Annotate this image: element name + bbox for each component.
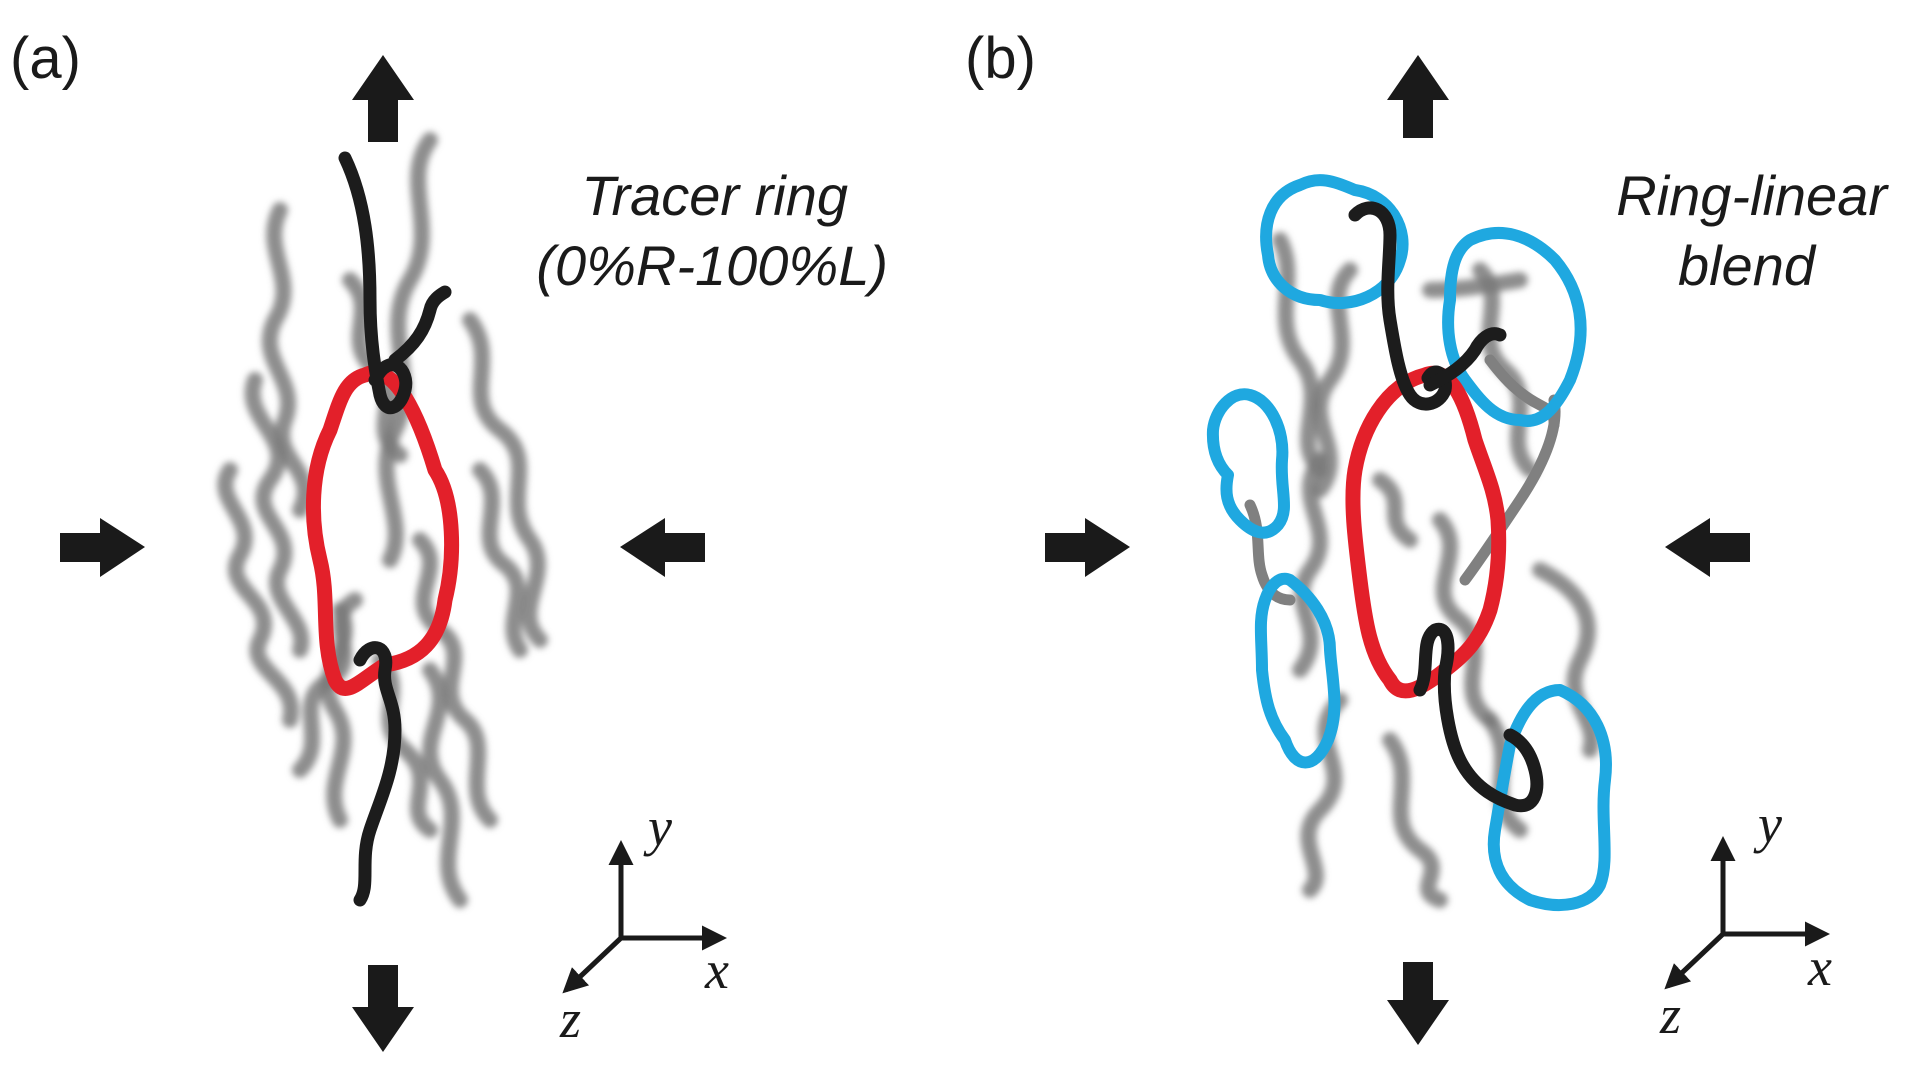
panel-a-caption-line2: (0%R-100%L) <box>536 234 888 297</box>
axis-z-label: z <box>1659 985 1681 1045</box>
axis-y-label: y <box>1753 794 1782 854</box>
panel-a: (a) Tracer ring (0%R-100%L) <box>10 26 888 1052</box>
arrow-up-icon <box>1387 55 1449 138</box>
blue-ring-3 <box>1206 388 1290 539</box>
panel-b-label: (b) <box>965 26 1036 91</box>
panel-b: (b) Ring-linear blend <box>965 26 1889 1045</box>
blend-rings <box>1206 174 1612 911</box>
background-linear-chains <box>217 132 548 908</box>
arrow-down-icon <box>352 965 414 1052</box>
arrow-right-icon <box>1045 518 1130 577</box>
blue-ring-5 <box>1487 684 1612 911</box>
panel-b-caption-line1: Ring-linear <box>1616 164 1889 227</box>
blue-ring-2 <box>1442 227 1587 427</box>
tracer-ring <box>305 365 460 696</box>
blue-ring-4 <box>1254 572 1341 769</box>
background-linear-chains <box>1272 232 1600 908</box>
arrow-left-icon <box>620 518 705 577</box>
arrow-right-icon <box>60 518 145 577</box>
coordinate-axes-b: y x z <box>1659 794 1832 1045</box>
panel-a-label: (a) <box>10 26 81 91</box>
threading-linear-chains <box>338 151 452 907</box>
axis-y-label: y <box>643 797 672 857</box>
arrow-down-icon <box>1387 962 1449 1045</box>
axis-z-label: z <box>559 989 581 1049</box>
linear-chain-segments <box>1244 354 1561 606</box>
blue-ring-1 <box>1260 174 1409 310</box>
panel-b-caption-line2: blend <box>1678 234 1817 297</box>
coordinate-axes-a: y x z <box>559 797 729 1049</box>
arrow-up-icon <box>352 55 414 142</box>
axis-x-label: x <box>1807 937 1832 997</box>
panel-a-caption-line1: Tracer ring <box>581 164 848 227</box>
threading-linear-chains <box>1348 201 1544 813</box>
axis-x-label: x <box>704 940 729 1000</box>
arrow-left-icon <box>1665 518 1750 577</box>
